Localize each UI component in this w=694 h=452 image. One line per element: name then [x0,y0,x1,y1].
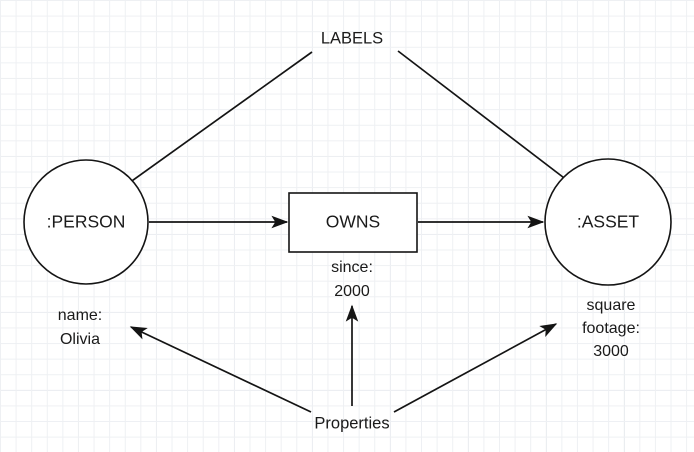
asset-circle[interactable] [544,158,672,286]
node-person[interactable]: :PERSON [23,159,149,285]
person-property-value: Olivia [60,331,100,348]
person-circle[interactable] [23,159,149,285]
relationship-property-key: since: [331,259,373,276]
properties-annotation: Properties [314,414,389,432]
asset-property-value: 3000 [593,343,629,360]
asset-properties-label: square footage: 3000 [582,297,640,360]
owns-rectangle[interactable] [288,192,418,253]
edge-properties-to-person-properties [129,326,312,413]
node-owns[interactable]: OWNS [288,192,418,253]
person-properties-label: name: Olivia [58,307,102,348]
edges-group [99,50,591,413]
edge-labels-to-asset [397,50,591,198]
asset-property-key-line2: footage: [582,320,640,337]
edge-properties-to-asset-properties [393,323,558,413]
relationship-property-value: 2000 [334,283,370,300]
relationship-properties-label: since: 2000 [331,259,373,300]
owns-label: OWNS [326,212,380,232]
person-label: :PERSON [47,212,126,232]
asset-property-key-line1: square [587,297,636,314]
edge-labels-to-person [99,51,313,204]
node-asset[interactable]: :ASSET [544,158,672,286]
labels-annotation: LABELS [321,29,383,47]
asset-label: :ASSET [577,212,640,232]
person-property-key: name: [58,307,102,324]
